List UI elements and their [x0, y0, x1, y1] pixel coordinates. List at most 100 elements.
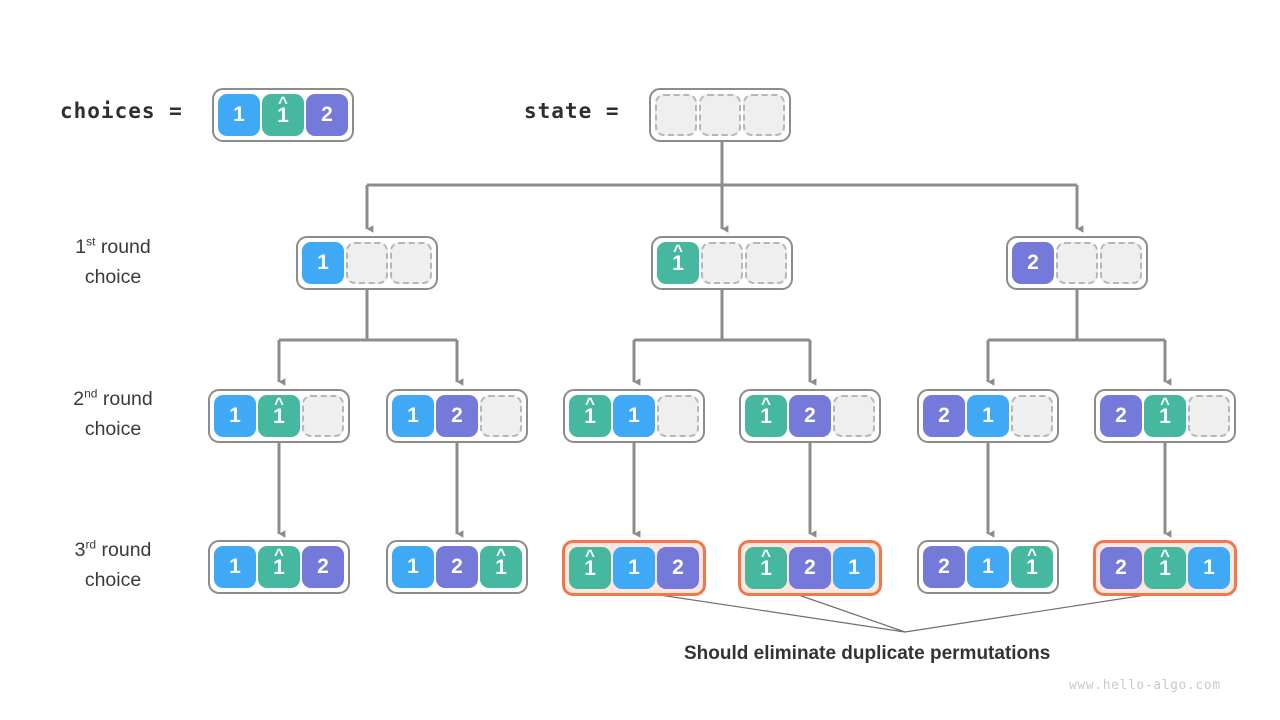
- array-cell-value: 1: [214, 546, 256, 588]
- hat-accent-glyph: 1: [273, 406, 285, 427]
- array-cell-value: 2: [436, 546, 478, 588]
- array-cell-empty: [743, 94, 785, 136]
- array-cell-value-hat: 1: [745, 395, 787, 437]
- round-3-line2: choice: [84, 569, 142, 591]
- array-cell-empty: [701, 242, 743, 284]
- array-cell-value: 1: [613, 395, 655, 437]
- array-cell-value: 2: [923, 395, 965, 437]
- array-cell-value-hat: 1: [480, 546, 522, 588]
- choices-array: 112: [212, 88, 354, 142]
- node-1-a: 1: [296, 236, 438, 290]
- hat-accent-glyph: 1: [1159, 558, 1171, 579]
- caption-text: Should eliminate duplicate permutations: [684, 643, 1051, 664]
- array-cell-value-hat: 1: [262, 94, 304, 136]
- array-cell-value: 1: [392, 546, 434, 588]
- hat-accent-glyph: 1: [273, 557, 285, 578]
- round-1-ordinal: 1: [75, 236, 87, 258]
- round-1-line2: choice: [84, 266, 142, 288]
- array-cell-value: 1: [214, 395, 256, 437]
- array-cell-empty: [745, 242, 787, 284]
- hat-accent-glyph: 1: [672, 253, 684, 274]
- array-cell-value-hat: 1: [745, 547, 787, 589]
- node-3-b: 121: [386, 540, 528, 594]
- round-1-rest: round: [95, 236, 151, 258]
- round-2-line2: choice: [84, 418, 142, 440]
- array-cell-value: 1: [392, 395, 434, 437]
- array-cell-value: 2: [436, 395, 478, 437]
- round-2-suffix: nd: [84, 386, 98, 401]
- array-cell-value: 2: [1012, 242, 1054, 284]
- node-1-b: 1: [651, 236, 793, 290]
- state-array: [649, 88, 791, 142]
- array-cell-value: 1: [302, 242, 344, 284]
- array-cell-value-hat: 1: [569, 547, 611, 589]
- node-2-d: 12: [739, 389, 881, 443]
- hat-accent-glyph: 1: [760, 558, 772, 579]
- array-cell-empty: [833, 395, 875, 437]
- array-cell-value: 2: [302, 546, 344, 588]
- round-3-rest: round: [96, 539, 152, 561]
- array-cell-value: 2: [1100, 395, 1142, 437]
- array-cell-value-hat: 1: [1011, 546, 1053, 588]
- array-cell-value: 1: [218, 94, 260, 136]
- watermark: www.hello-algo.com: [1069, 678, 1221, 693]
- array-cell-value-hat: 1: [258, 546, 300, 588]
- array-cell-value-hat: 1: [258, 395, 300, 437]
- row-label-round-1: 1st round choice: [18, 232, 208, 292]
- round-3-suffix: rd: [85, 537, 97, 552]
- row-label-round-2: 2nd round choice: [18, 384, 208, 444]
- array-cell-value: 2: [923, 546, 965, 588]
- node-3-d: 121: [738, 540, 882, 596]
- hat-accent-glyph: 1: [1159, 406, 1171, 427]
- node-3-f: 211: [1093, 540, 1237, 596]
- round-1-suffix: st: [86, 234, 96, 249]
- hat-accent-glyph: 1: [584, 558, 596, 579]
- hat-accent-glyph: 1: [760, 406, 772, 427]
- array-cell-value-hat: 1: [1144, 395, 1186, 437]
- node-2-c: 11: [563, 389, 705, 443]
- array-cell-empty: [1188, 395, 1230, 437]
- array-cell-empty: [346, 242, 388, 284]
- array-cell-empty: [1011, 395, 1053, 437]
- choices-label: choices =: [60, 99, 183, 123]
- array-cell-value: 2: [1100, 547, 1142, 589]
- array-cell-empty: [390, 242, 432, 284]
- array-cell-value: 2: [306, 94, 348, 136]
- node-1-c: 2: [1006, 236, 1148, 290]
- hat-accent-glyph: 1: [584, 406, 596, 427]
- round-3-ordinal: 3: [74, 539, 86, 561]
- round-2-rest: round: [97, 388, 153, 410]
- array-cell-value-hat: 1: [569, 395, 611, 437]
- array-cell-value: 2: [657, 547, 699, 589]
- array-cell-value: 1: [833, 547, 875, 589]
- array-cell-value: 1: [967, 395, 1009, 437]
- node-2-f: 21: [1094, 389, 1236, 443]
- array-cell-value-hat: 1: [1144, 547, 1186, 589]
- array-cell-value-hat: 1: [657, 242, 699, 284]
- array-cell-empty: [1056, 242, 1098, 284]
- state-label: state =: [524, 99, 620, 123]
- node-2-a: 11: [208, 389, 350, 443]
- array-cell-value: 1: [967, 546, 1009, 588]
- node-3-c: 112: [562, 540, 706, 596]
- array-cell-empty: [302, 395, 344, 437]
- array-cell-value: 2: [789, 547, 831, 589]
- array-cell-value: 1: [613, 547, 655, 589]
- array-cell-empty: [699, 94, 741, 136]
- array-cell-empty: [655, 94, 697, 136]
- hat-accent-glyph: 1: [277, 105, 289, 126]
- hat-accent-glyph: 1: [1026, 557, 1038, 578]
- round-2-ordinal: 2: [73, 388, 85, 410]
- array-cell-value: 2: [789, 395, 831, 437]
- array-cell-empty: [657, 395, 699, 437]
- hat-accent-glyph: 1: [495, 557, 507, 578]
- node-3-e: 211: [917, 540, 1059, 594]
- array-cell-empty: [480, 395, 522, 437]
- array-cell-empty: [1100, 242, 1142, 284]
- row-label-round-3: 3rd round choice: [18, 535, 208, 595]
- node-3-a: 112: [208, 540, 350, 594]
